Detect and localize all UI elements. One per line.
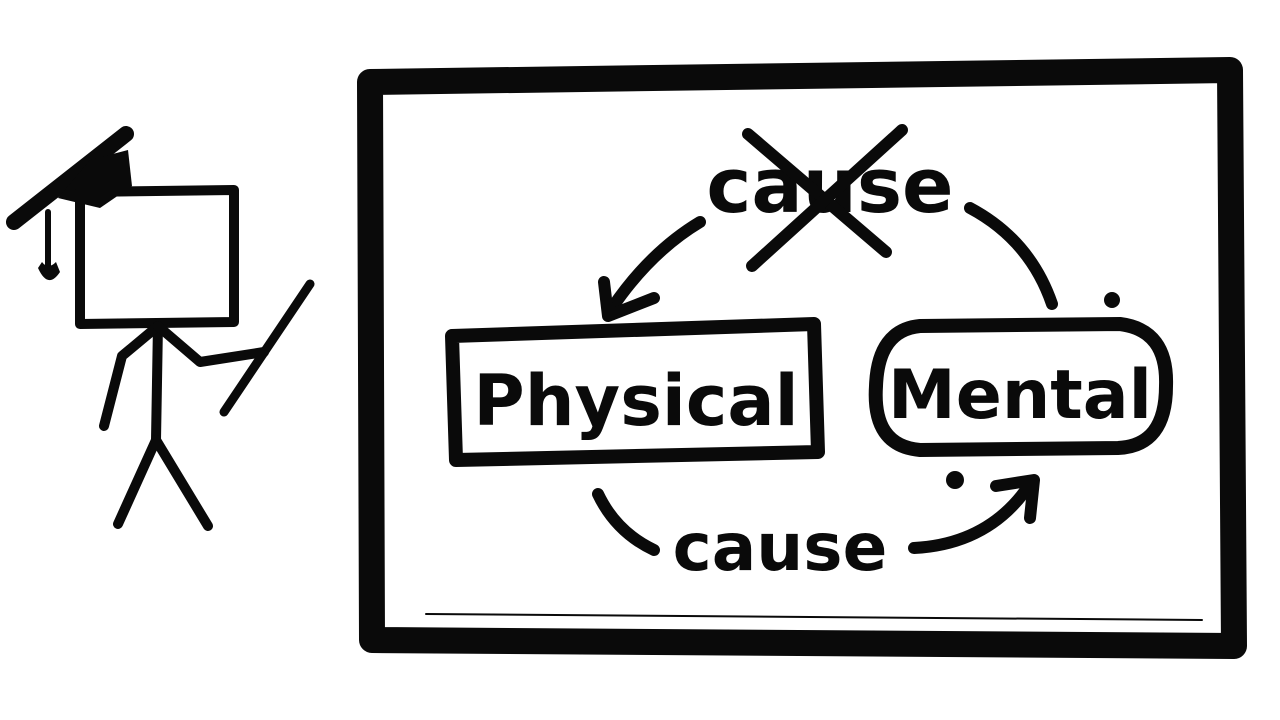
pointer-stick-icon	[219, 279, 315, 417]
arrow-bottom-to-mental	[908, 474, 1040, 554]
strike-line-1	[742, 128, 892, 258]
bottom-cause-label-group: cause	[592, 471, 1040, 586]
teacher-stick-figure-icon	[6, 126, 315, 531]
top-cause-label-group: cause	[706, 124, 954, 272]
figure-right-arm	[153, 321, 269, 367]
figure-right-leg	[151, 435, 213, 531]
arc-mental-to-top	[964, 202, 1120, 310]
bottom-cause-label: cause	[673, 509, 888, 586]
mental-node: Mental	[868, 317, 1174, 457]
physical-node: Physical	[445, 317, 825, 467]
board-frame	[357, 57, 1247, 659]
ink-dot	[946, 471, 964, 489]
arrow-top-to-physical	[598, 216, 706, 322]
top-cause-label: cause	[706, 141, 953, 230]
physical-label: Physical	[473, 360, 798, 442]
figure-head	[75, 185, 239, 329]
strike-line-2	[746, 124, 908, 272]
figure-left-arm	[99, 321, 163, 431]
arc-physical-to-bottom	[592, 488, 660, 556]
figure-body	[151, 319, 163, 445]
graduation-cap-icon	[6, 126, 134, 281]
mental-label: Mental	[888, 356, 1152, 435]
figure-left-leg	[113, 435, 161, 529]
